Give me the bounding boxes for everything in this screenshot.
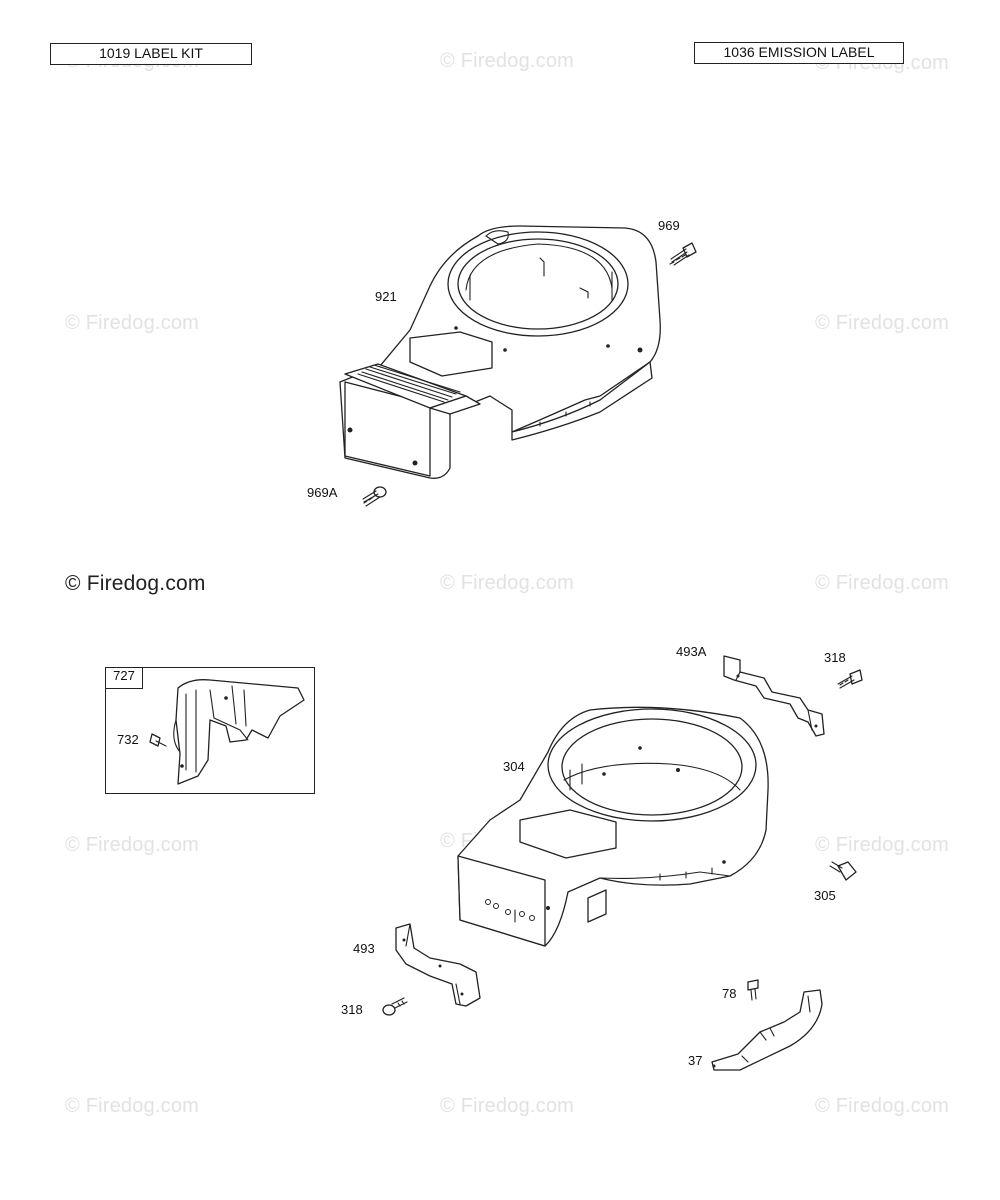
- part-label-969: 969: [658, 218, 680, 233]
- part-969a-screw: [362, 486, 387, 507]
- watermark: © Firedog.com: [815, 312, 950, 334]
- label-kit-box: 1019 LABEL KIT: [50, 43, 252, 65]
- emission-label-text: 1036 EMISSION LABEL: [723, 44, 875, 60]
- watermark: © Firedog.com: [65, 1095, 200, 1117]
- watermark: © Firedog.com: [65, 834, 200, 856]
- emission-label-box: 1036 EMISSION LABEL: [694, 42, 904, 64]
- part-305-bolt: [829, 861, 857, 881]
- part-921-blower-housing: [339, 225, 661, 479]
- part-37-baffle: [711, 989, 823, 1071]
- part-969-screw: [669, 242, 697, 266]
- part-493-bracket: [395, 923, 481, 1007]
- watermark: © Firedog.com: [65, 312, 200, 334]
- watermark: © Firedog.com: [440, 572, 575, 594]
- inset-727-tag-text: 727: [113, 668, 135, 683]
- part-label-78: 78: [722, 986, 737, 1001]
- part-label-305: 305: [814, 888, 836, 903]
- part-label-493a: 493A: [676, 644, 707, 659]
- part-label-969a: 969A: [307, 485, 338, 500]
- part-732-screw: [149, 733, 167, 747]
- inset-727-tag: 727: [105, 667, 143, 689]
- watermark: © Firedog.com: [440, 1095, 575, 1117]
- watermark: © Firedog.com: [815, 572, 950, 594]
- part-78-bolt: [747, 979, 759, 1001]
- part-label-493: 493: [353, 941, 375, 956]
- part-label-37: 37: [688, 1053, 703, 1068]
- part-label-318-bottom: 318: [341, 1002, 363, 1017]
- inset-727-box: [105, 667, 315, 794]
- part-318-bottom-bolt: [382, 997, 408, 1016]
- watermark: © Firedog.com: [440, 50, 575, 72]
- watermark-dark: © Firedog.com: [65, 572, 206, 595]
- part-304-blower-housing: [457, 706, 769, 947]
- part-label-732: 732: [117, 732, 139, 747]
- watermark: © Firedog.com: [815, 1095, 950, 1117]
- watermark: © Firedog.com: [815, 834, 950, 856]
- part-label-318-top: 318: [824, 650, 846, 665]
- part-318-top-bolt: [837, 669, 863, 689]
- label-kit-text: 1019 LABEL KIT: [99, 45, 203, 61]
- part-label-921: 921: [375, 289, 397, 304]
- part-label-304: 304: [503, 759, 525, 774]
- part-727-shroud: [173, 679, 305, 785]
- part-493a-bracket: [723, 655, 825, 737]
